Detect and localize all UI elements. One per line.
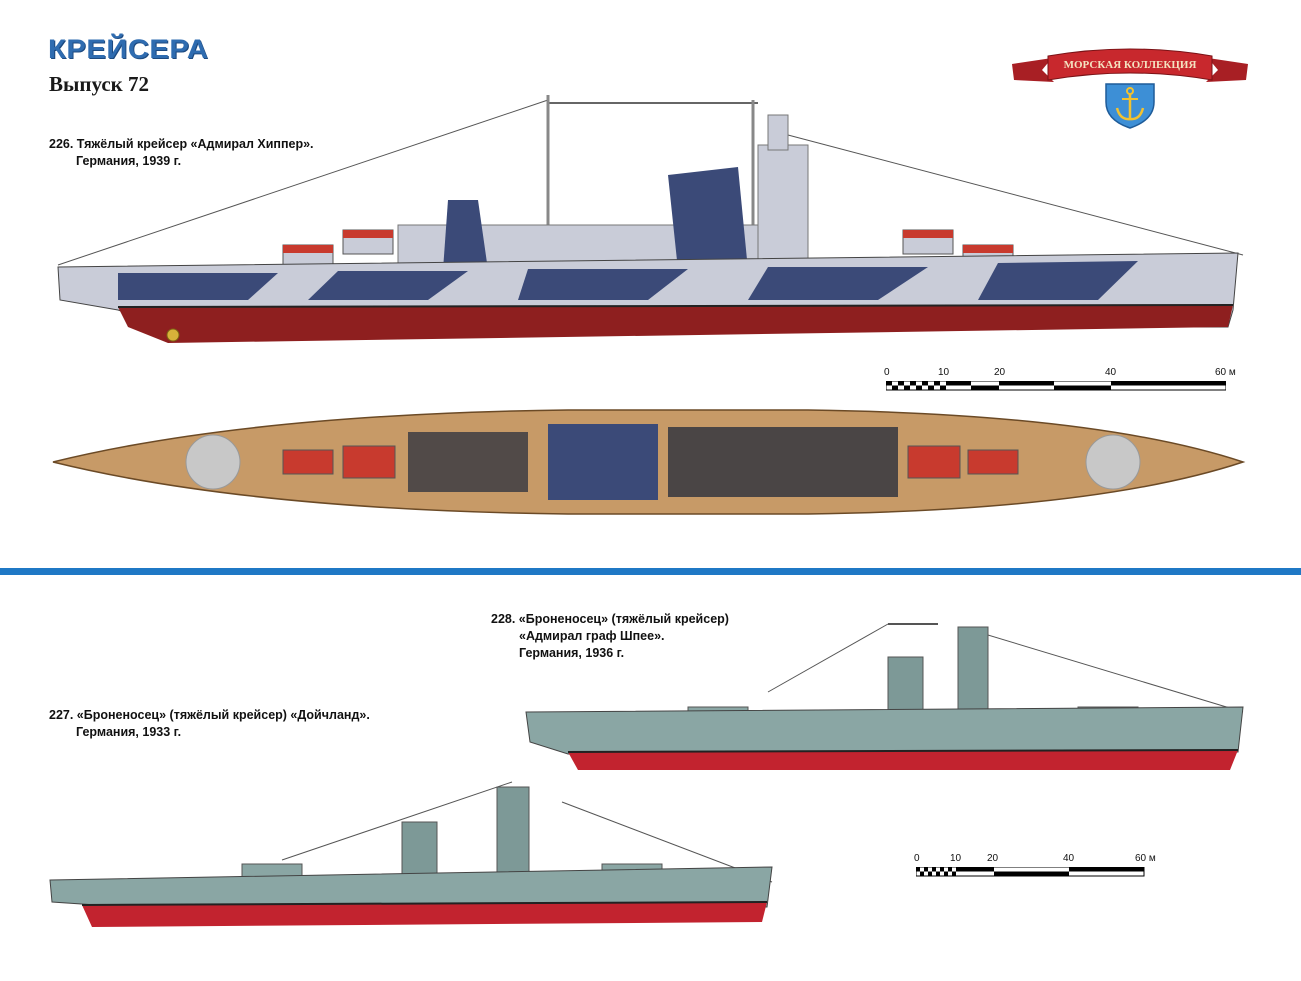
issue-number: Выпуск 72 [49,72,150,96]
logo: МОРСКАЯ КОЛЛЕКЦИЯ [1010,38,1250,130]
page-title: КРЕЙСЕРА [48,34,209,64]
logo-ribbon-text: МОРСКАЯ КОЛЛЕКЦИЯ [1064,59,1197,71]
section-separator [0,568,1301,575]
scale-bar-top: 0 10 20 40 60 м [882,367,1252,395]
ship-228-caption: 228. «Броненосец» (тяжёлый крейсер) «Адм… [491,612,729,660]
ship-226-caption: 226. Тяжёлый крейсер «Адмирал Хиппер». Г… [49,137,314,168]
anchor-icon [1105,83,1155,129]
ship-227-caption: 227. «Броненосец» (тяжёлый крейсер) «Дой… [49,708,370,739]
scale-bar-bottom: 0 10 20 40 60 м [912,853,1172,881]
ship-226-deck-view [48,402,1253,527]
ship-228-side-view [518,612,1253,782]
ship-227-side-view [42,772,782,942]
ship-226-side-view [48,95,1258,355]
